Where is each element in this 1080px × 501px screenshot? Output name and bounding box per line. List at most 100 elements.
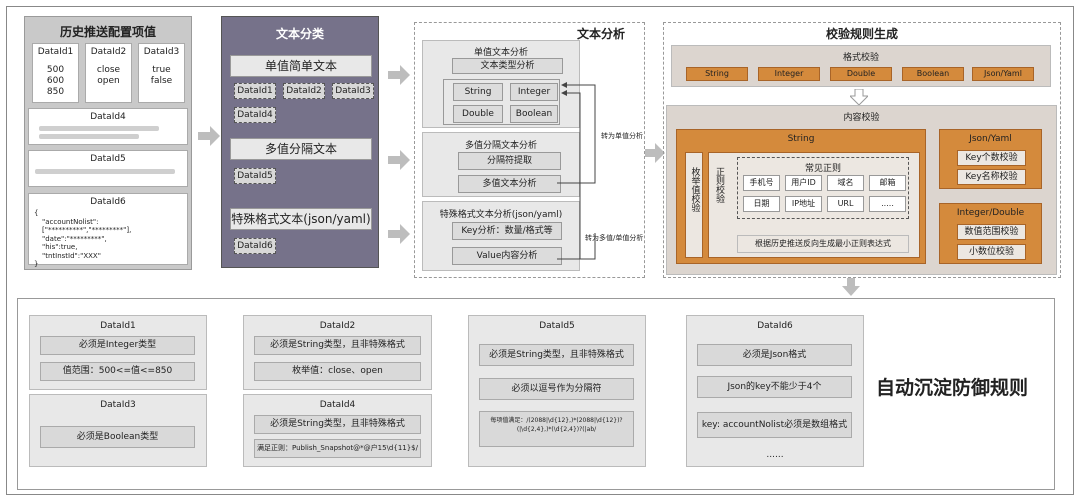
dataid5-box: DataId5 — [28, 150, 188, 187]
rules-card-dataid4: DataId4 必须是String类型，且非特殊格式 满足正则：Publish_… — [243, 394, 432, 467]
key-count-check: Key个数校验 — [957, 150, 1026, 166]
arrow-right-icon — [388, 65, 410, 85]
auto-defense-rules-title: 自动沉淀防御规则 — [876, 377, 1029, 399]
single-value-title: 单值文本分析 — [473, 48, 528, 58]
decimal-place-check: 小数位校验 — [957, 244, 1026, 260]
blurred-content — [39, 134, 139, 139]
arrow-down-icon — [850, 89, 868, 105]
to-multi-single-label: 转为多值/单值分析 — [585, 234, 644, 242]
text-classification-title: 文本分类 — [275, 27, 324, 41]
rule-item: 必须是Json格式 — [697, 344, 852, 366]
rule-item: 每项值满足：/(2088|\d{12},)*(2088|\d{12})?(|\d… — [479, 411, 634, 447]
regex-check: 正则校验 常见正则 手机号 用户ID 域名 邮箱 日期 IP地址 URL ...… — [708, 152, 920, 258]
special-format-title: 特殊格式文本分析(json/yaml) — [439, 210, 563, 220]
rule-item: 必须是Boolean类型 — [40, 426, 195, 448]
more-rules: ...... — [766, 450, 784, 460]
tag-dataid6: DataId6 — [234, 238, 276, 254]
format-integer: Integer — [758, 67, 820, 81]
dataid3-values: true false — [139, 65, 184, 87]
rule-item: Json的key不能少于4个 — [697, 376, 852, 398]
type-integer: Integer — [510, 83, 558, 101]
tag-dataid5: DataId5 — [234, 168, 276, 184]
special-format-analysis: 特殊格式文本分析(json/yaml) Key分析：数量/格式等 Value内容… — [422, 201, 580, 271]
format-json-yaml: Json/Yaml — [972, 67, 1034, 81]
card-title: DataId1 — [100, 321, 136, 331]
tag-dataid3: DataId3 — [332, 83, 374, 99]
rules-card-dataid2: DataId2 必须是String类型，且非特殊格式 枚举值：close、ope… — [243, 315, 432, 390]
to-single-label: 转为单值分析 — [601, 132, 643, 140]
content-check-title: 内容校验 — [843, 113, 880, 123]
common-regex-box: 常见正则 手机号 用户ID 域名 邮箱 日期 IP地址 URL ..... — [737, 157, 909, 219]
special-format-category: 特殊格式文本(json/yaml) — [230, 208, 372, 230]
type-string: String — [453, 83, 503, 101]
string-check-title: String — [787, 134, 815, 144]
rule-item: 必须是String类型，且非特殊格式 — [254, 415, 421, 434]
enum-check: 枚举值校验 — [685, 152, 703, 258]
blurred-content — [35, 169, 175, 174]
common-regex-title: 常见正则 — [804, 164, 841, 174]
rule-item: 值范围：500<=值<=850 — [40, 362, 195, 381]
defense-rules-panel: DataId1 必须是Integer类型 值范围：500<=值<=850 Dat… — [17, 298, 1055, 490]
tag-dataid2: DataId2 — [283, 83, 325, 99]
arrow-right-icon — [388, 224, 410, 244]
delimiter-extraction: 分隔符提取 — [458, 152, 561, 170]
key-analysis: Key分析：数量/格式等 — [452, 222, 562, 240]
regex-more: ..... — [869, 196, 906, 212]
format-check-panel: 格式校验 String Integer Double Boolean Json/… — [671, 45, 1051, 87]
text-classification-panel: 文本分类 单值简单文本 DataId1 DataId2 DataId3 Data… — [221, 16, 379, 268]
text-analysis-panel: 文本分析 单值文本分析 文本类型分析 String Integer Double… — [414, 22, 645, 278]
number-check-title: Integer/Double — [956, 208, 1025, 218]
regex-phone: 手机号 — [743, 175, 780, 191]
regex-date: 日期 — [743, 196, 780, 212]
regex-userid: 用户ID — [785, 175, 822, 191]
regex-check-label: 正则校验 — [714, 167, 724, 203]
dataid1-value-2: 600 — [46, 76, 65, 86]
feedback-connectors — [557, 82, 596, 260]
rule-item: 必须是String类型，且非特殊格式 — [254, 336, 421, 355]
json-line: "tntInstId":"XXX" — [42, 251, 101, 260]
multi-value-category: 多值分隔文本 — [230, 138, 372, 160]
dataid3-box: DataId3 true false — [138, 43, 185, 103]
dataid3-label: DataId3 — [143, 47, 180, 57]
dataid2-value-1: close — [96, 65, 121, 75]
dataid1-value-3: 850 — [46, 87, 65, 97]
json-line: "accountNolist":["**********","*********… — [42, 217, 132, 235]
dataid1-value-1: 500 — [46, 65, 65, 75]
text-analysis-title: 文本分析 — [576, 27, 625, 41]
history-config-title: 历史推送配置项值 — [59, 25, 156, 39]
type-boolean: Boolean — [510, 105, 558, 123]
regex-url: URL — [827, 196, 864, 212]
dataid6-label: DataId6 — [90, 197, 126, 207]
card-title: DataId4 — [319, 400, 356, 410]
card-title: DataId6 — [757, 321, 793, 331]
json-line: { — [34, 209, 39, 217]
rule-generation-title: 校验规则生成 — [825, 27, 898, 41]
regex-email: 邮箱 — [869, 175, 906, 191]
rule-item: 满足正则：Publish_Snapshot@*@户15\d{11}$/ — [254, 439, 421, 458]
dataid3-value-2: false — [150, 76, 173, 86]
card-title: DataId2 — [319, 321, 356, 331]
card-title: DataId3 — [100, 400, 136, 410]
rule-item: 必须以逗号作为分隔符 — [479, 378, 634, 400]
format-boolean: Boolean — [902, 67, 964, 81]
multi-value-text-analysis: 多值文本分析 — [458, 175, 561, 193]
card-title: DataId5 — [539, 321, 575, 331]
rule-item: key: accountNolist必须是数组格式 — [697, 412, 852, 438]
dataid6-box: DataId6 { "accountNolist":["**********",… — [28, 193, 188, 268]
dataid4-box: DataId4 — [28, 108, 188, 145]
dataid2-value-2: open — [97, 76, 120, 86]
rule-item: 必须是Integer类型 — [40, 336, 195, 355]
content-check-panel: 内容校验 String 枚举值校验 正则校验 常见正则 手机号 用户ID 域名 … — [666, 105, 1057, 275]
dataid2-label: DataId2 — [90, 47, 127, 57]
multi-value-title: 多值分隔文本分析 — [464, 141, 537, 151]
format-string: String — [686, 67, 748, 81]
simple-text-category: 单值简单文本 — [230, 55, 372, 77]
arrow-right-icon — [388, 150, 410, 170]
dataid6-json: { "accountNolist":["**********","*******… — [34, 209, 187, 269]
json-line: "date":"*********", — [42, 234, 107, 243]
arrow-right-icon — [645, 143, 665, 163]
dataid1-box: DataId1 500 600 850 — [32, 43, 79, 103]
arrow-down-icon — [842, 278, 860, 296]
dataid2-box: DataId2 close open — [85, 43, 132, 103]
rules-card-dataid1: DataId1 必须是Integer类型 值范围：500<=值<=850 — [29, 315, 207, 390]
